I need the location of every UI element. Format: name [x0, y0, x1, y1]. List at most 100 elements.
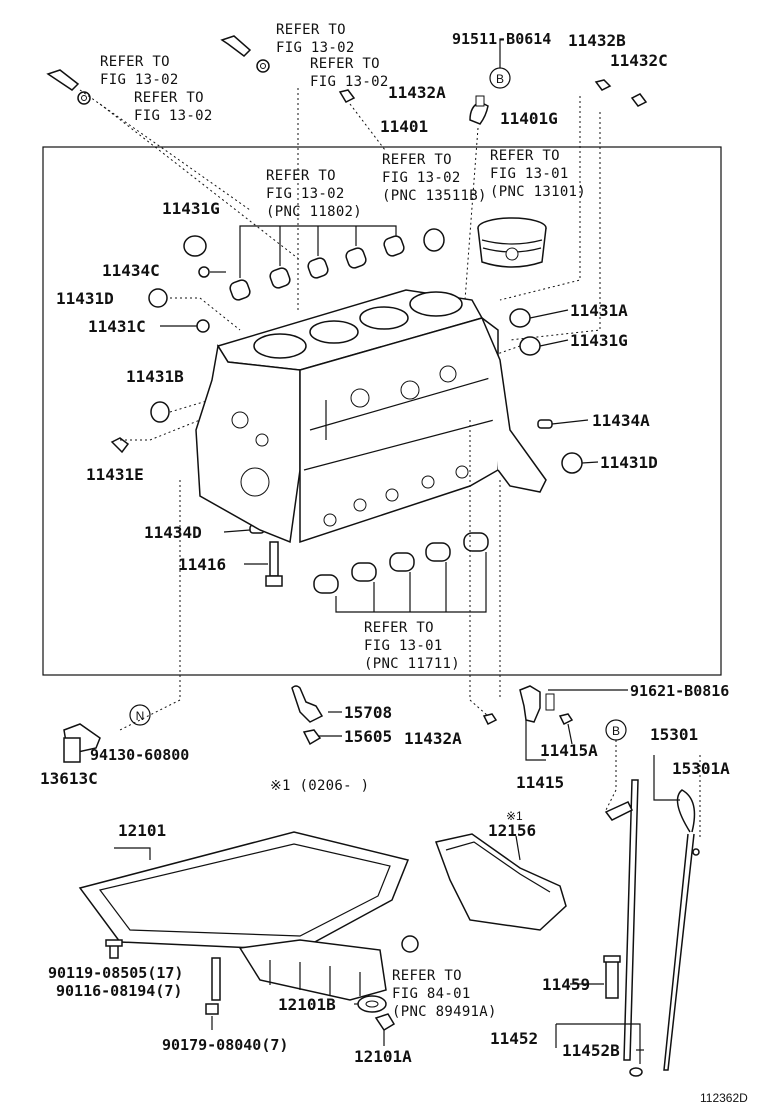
bracket-11459[interactable] — [603, 955, 621, 999]
piston[interactable] — [477, 217, 547, 268]
plug-11431D-left[interactable] — [148, 288, 168, 308]
svg-text:B: B — [612, 724, 620, 738]
svg-text:REFER TO: REFER TO — [382, 152, 452, 168]
note-date-range: ※1 (0206- ) — [270, 778, 369, 794]
label-11432A-top: 11432A — [388, 83, 446, 102]
bolt-11415A[interactable] — [558, 713, 574, 726]
plug-11431B[interactable] — [150, 401, 170, 423]
seal-ring[interactable] — [423, 228, 445, 252]
plug-11431D-right[interactable] — [561, 452, 583, 474]
plug-11431G-right[interactable] — [519, 336, 541, 356]
drain-valve-11415[interactable] — [519, 685, 555, 723]
badge-n-mid: N — [129, 704, 151, 726]
label-11401G: 11401G — [500, 109, 558, 128]
ref-block-5: REFER TO FIG 13-02 (PNC 11802) — [266, 168, 362, 220]
ref-block-1: REFER TO FIG 13-02 — [100, 54, 179, 88]
plug-11431E[interactable] — [110, 437, 130, 454]
plug-15605[interactable] — [302, 729, 322, 746]
ref-block-6: REFER TO FIG 13-02 (PNC 13511B) — [382, 152, 487, 204]
seal-ring-right[interactable] — [401, 935, 419, 953]
dipstick-guide-11452[interactable] — [604, 779, 643, 1077]
svg-text:FIG 13-02: FIG 13-02 — [134, 108, 213, 124]
bearing-set-bottom[interactable] — [313, 532, 489, 594]
plug-11431A[interactable] — [509, 308, 531, 328]
pin-11434C[interactable] — [198, 266, 210, 278]
drain-plug-12101A[interactable] — [374, 1013, 396, 1032]
label-15301A: 15301A — [672, 759, 730, 778]
label-11431G-left: 11431G — [162, 199, 220, 218]
label-12101B: 12101B — [278, 995, 336, 1014]
ref-block-9: REFER TO FIG 84-01 (PNC 89491A) — [392, 968, 496, 1020]
label-91511: 91511-B0614 — [452, 30, 551, 48]
label-15708: 15708 — [344, 703, 392, 722]
label-11415: 11415 — [516, 773, 564, 792]
label-11434A: 11434A — [592, 411, 650, 430]
knock-pin-13613C[interactable] — [63, 723, 101, 763]
label-11431B: 11431B — [126, 367, 184, 386]
svg-text:REFER TO: REFER TO — [310, 56, 380, 72]
svg-text:REFER TO: REFER TO — [490, 148, 560, 164]
svg-text:(PNC 13101): (PNC 13101) — [490, 184, 586, 200]
oil-strainer-15708[interactable] — [291, 685, 324, 723]
svg-text:FIG 13-02: FIG 13-02 — [310, 74, 389, 90]
label-12156: 12156 — [488, 821, 536, 840]
block-frame — [42, 146, 722, 676]
label-13613C: 13613C — [40, 769, 98, 788]
plug-11431C[interactable] — [196, 319, 210, 333]
bolt-11416[interactable] — [265, 541, 283, 587]
label-90119: 90119-08505(17) — [48, 964, 183, 982]
oil-pan-12101[interactable] — [78, 831, 410, 1001]
o-ring-15301A[interactable] — [692, 848, 700, 856]
label-11434D: 11434D — [144, 523, 202, 542]
label-11431D-right: 11431D — [600, 453, 658, 472]
plug-11432C[interactable] — [630, 93, 648, 107]
label-11431D-left: 11431D — [56, 289, 114, 308]
label-11431E: 11431E — [86, 465, 144, 484]
figure-id: 112362D — [700, 1091, 748, 1105]
baffle-plate-12156[interactable] — [434, 833, 567, 931]
label-15301: 15301 — [650, 725, 698, 744]
plug-11432A-top[interactable] — [338, 89, 356, 103]
label-11459: 11459 — [542, 975, 590, 994]
label-11431A: 11431A — [570, 301, 628, 320]
bearing-set-top[interactable] — [228, 234, 405, 301]
svg-text:B: B — [496, 72, 504, 86]
svg-text:REFER TO: REFER TO — [100, 54, 170, 70]
ref-block-2: REFER TO FIG 13-02 — [134, 90, 213, 124]
ref-block-8: REFER TO FIG 13-01 (PNC 11711) — [364, 620, 460, 672]
svg-text:FIG 13-02: FIG 13-02 — [100, 72, 179, 88]
bolt-90119[interactable] — [105, 939, 123, 959]
svg-text:FIG 13-02: FIG 13-02 — [276, 40, 355, 56]
svg-text:(PNC 11711): (PNC 11711) — [364, 656, 460, 672]
svg-text:FIG 13-02: FIG 13-02 — [382, 170, 461, 186]
label-11452: 11452 — [490, 1029, 538, 1048]
plug-11432A-bottom[interactable] — [482, 713, 498, 726]
svg-text:FIG 84-01: FIG 84-01 — [392, 986, 471, 1002]
label-91621: 91621-B0816 — [630, 682, 729, 700]
label-90179: 90179-08040(7) — [162, 1036, 288, 1054]
sensor-11401G[interactable] — [469, 95, 489, 125]
label-12101A: 12101A — [354, 1047, 412, 1066]
label-11452B: 11452B — [562, 1041, 620, 1060]
gasket-12101B[interactable] — [357, 995, 387, 1013]
label-15605: 15605 — [344, 727, 392, 746]
plug-11432B[interactable] — [594, 79, 612, 91]
dipstick-15301[interactable] — [663, 789, 696, 1071]
nut-90179[interactable] — [205, 1003, 219, 1015]
plug-11431G-left[interactable] — [183, 235, 207, 257]
pin-11434A[interactable] — [537, 419, 553, 429]
badge-b-right: B — [605, 719, 627, 741]
svg-text:REFER TO: REFER TO — [364, 620, 434, 636]
svg-text:(PNC 13511B): (PNC 13511B) — [382, 188, 487, 204]
svg-text:REFER TO: REFER TO — [392, 968, 462, 984]
svg-text:(PNC 11802): (PNC 11802) — [266, 204, 362, 220]
stud-90116[interactable] — [211, 957, 221, 1001]
bolt-top-left[interactable] — [46, 69, 91, 105]
bolt-top-mid[interactable] — [220, 35, 270, 73]
label-11434C: 11434C — [102, 261, 160, 280]
svg-text:FIG 13-01: FIG 13-01 — [490, 166, 569, 182]
cylinder-block[interactable] — [195, 289, 547, 544]
ref-block-4: REFER TO FIG 13-02 — [310, 56, 389, 90]
svg-text:N: N — [136, 709, 145, 723]
